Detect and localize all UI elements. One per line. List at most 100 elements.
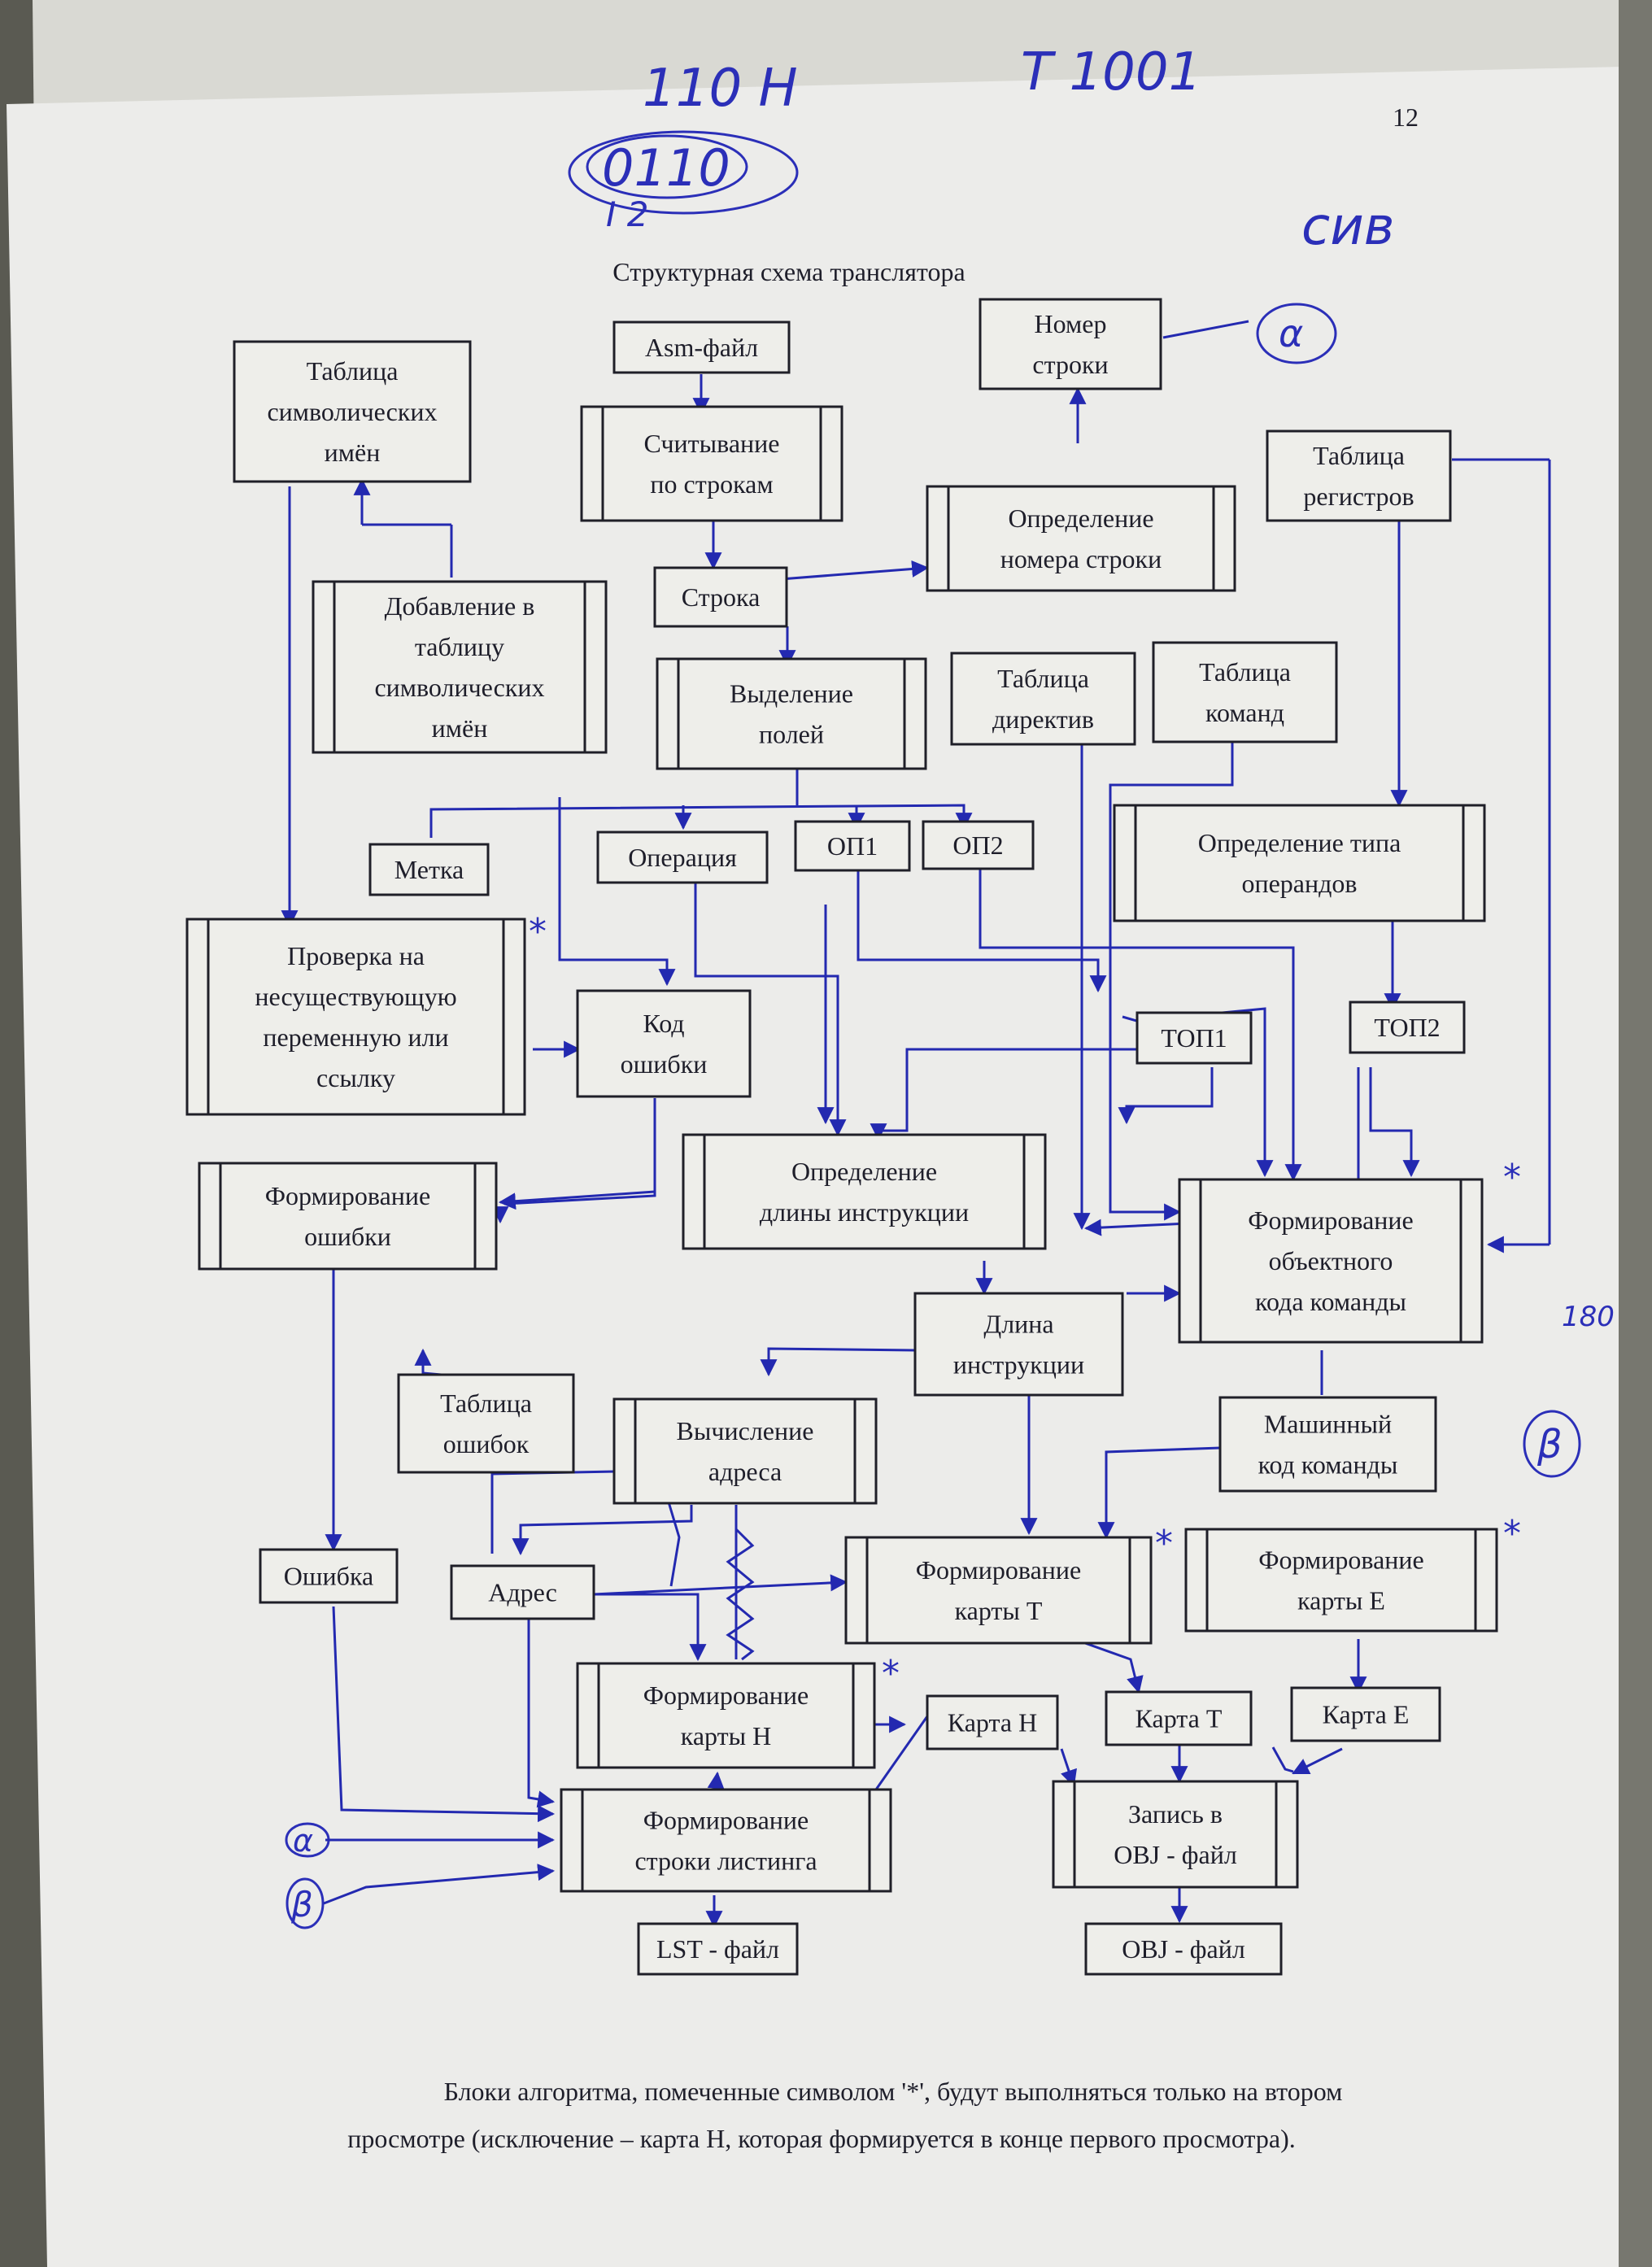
block-label-line: Вычисление: [677, 1416, 814, 1445]
block-label-line: символических: [267, 397, 437, 426]
block-label-line: объектного: [1269, 1246, 1393, 1275]
block-label-line: полей: [759, 720, 824, 749]
handwritten-code-1: 110 Н: [643, 59, 798, 119]
block-label-line: Таблица: [1313, 441, 1405, 470]
block-define-line-number: Определение номера строки: [926, 485, 1236, 592]
block-label-line: ссылку: [316, 1063, 395, 1092]
block-command-table: Таблица команд: [1152, 641, 1338, 743]
block-label-line: Asm-файл: [645, 333, 758, 362]
block-label-line: Карта Т: [1135, 1704, 1223, 1733]
block-top1: ТОП1: [1135, 1011, 1253, 1065]
block-label-line: ошибки: [304, 1222, 391, 1251]
handwritten-code-2: 0110: [602, 138, 730, 198]
block-obj-write: Запись в OBJ - файл: [1052, 1780, 1299, 1889]
block-error: Ошибка: [259, 1548, 399, 1604]
block-label-line: ТОП1: [1161, 1023, 1227, 1053]
handwritten-code-3: I 2: [606, 194, 648, 234]
block-label-line: Формирование: [1248, 1205, 1414, 1235]
block-label-line: Код: [643, 1009, 684, 1038]
block-label-line: номера строки: [1000, 544, 1162, 573]
block-label-line: Формирование: [1258, 1545, 1424, 1575]
block-label-line: Запись в: [1128, 1799, 1223, 1829]
block-label-line: код команды: [1258, 1450, 1398, 1480]
block-label-line: Длина: [983, 1310, 1053, 1339]
block-label-line: Формирование: [643, 1806, 809, 1835]
block-label-line: Номер: [1035, 309, 1107, 338]
block-label-line: Формирование: [916, 1555, 1082, 1585]
block-label-line: OBJ - файл: [1114, 1840, 1237, 1869]
block-label-line: Адрес: [488, 1578, 557, 1607]
block-label-line: директив: [992, 704, 1094, 734]
block-label-line: Таблица: [997, 664, 1089, 693]
block-label-line: Таблица: [307, 356, 399, 386]
block-label-line: команд: [1205, 698, 1284, 727]
handwritten-code-right: Т 1001: [1021, 42, 1201, 102]
star-mark: *: [529, 911, 547, 953]
block-label: Метка: [368, 843, 490, 896]
block-e-card: Карта Е: [1290, 1686, 1441, 1742]
block-label-line: Определение: [791, 1157, 937, 1186]
handwritten-beta-left: β: [290, 1885, 313, 1925]
block-label-line: по строкам: [650, 469, 773, 499]
block-label-line: Карта Е: [1323, 1700, 1410, 1729]
block-label-line: имён: [432, 713, 488, 743]
block-obj-file: OBJ - файл: [1084, 1922, 1283, 1976]
block-label-line: переменную или: [263, 1022, 448, 1052]
block-label-line: ОП2: [952, 831, 1003, 860]
block-label-line: ТОП2: [1374, 1013, 1440, 1042]
flow-lines: [281, 320, 1551, 1929]
block-address: Адрес: [450, 1564, 595, 1620]
block-label-line: кода команды: [1255, 1287, 1406, 1316]
block-error-table: Таблица ошибок: [397, 1373, 575, 1474]
block-error-forming: Формирование ошибки: [198, 1162, 498, 1271]
block-address-calc: Вычисление адреса: [612, 1397, 878, 1505]
block-op1: ОП1: [794, 820, 911, 872]
block-label-line: Формирование: [643, 1681, 809, 1710]
block-label-line: Таблица: [440, 1389, 532, 1418]
footnote-line-2: просмотре (исключение – карта Н, которая…: [347, 2124, 1295, 2153]
star-mark: *: [1503, 1157, 1521, 1198]
page-number: 12: [1393, 102, 1419, 132]
block-label-line: Таблица: [1199, 657, 1291, 687]
block-label-line: адреса: [708, 1457, 782, 1486]
block-label-line: карты Е: [1297, 1586, 1385, 1615]
block-label-line: Строка: [682, 582, 761, 612]
block-label-line: Определение: [1008, 504, 1153, 533]
block-label-line: ошибок: [443, 1429, 530, 1458]
star-mark: *: [1503, 1513, 1521, 1554]
block-label-line: строки: [1032, 350, 1108, 379]
block-label-line: Формирование: [265, 1181, 431, 1210]
block-label-line: таблицу: [415, 632, 504, 661]
handwritten-alpha-top: α: [1279, 312, 1303, 355]
block-line-number: Номер строки: [979, 298, 1162, 390]
block-label-line: символических: [374, 673, 544, 702]
handwritten-beta-right: β: [1536, 1422, 1563, 1467]
block-h-card: Карта Н: [926, 1694, 1059, 1750]
block-directive-table: Таблица директив: [950, 652, 1136, 746]
handwritten-alpha-left: α: [293, 1823, 313, 1859]
block-t-card: Карта Т: [1105, 1690, 1253, 1746]
block-label-line: имён: [325, 438, 381, 467]
star-mark: *: [1155, 1523, 1173, 1564]
block-e-card-forming: Формирование карты Е: [1184, 1528, 1498, 1633]
block-label-line: Добавление в: [385, 591, 535, 621]
block-label-line: длины инструкции: [760, 1197, 969, 1227]
page-title: Структурная схема транслятора: [612, 257, 965, 286]
block-symbol-table: Таблица символических имён: [233, 340, 472, 483]
block-label-line: Проверка на: [287, 941, 425, 970]
block-label-line: LST - файл: [656, 1934, 779, 1964]
block-label-line: Определение типа: [1198, 828, 1401, 857]
handwritten-signature: сив: [1301, 197, 1395, 257]
block-label-line: Операция: [628, 843, 737, 872]
block-label-line: операндов: [1241, 869, 1357, 898]
block-label-line: ОП1: [827, 831, 878, 861]
block-label-line: Карта Н: [948, 1708, 1037, 1737]
